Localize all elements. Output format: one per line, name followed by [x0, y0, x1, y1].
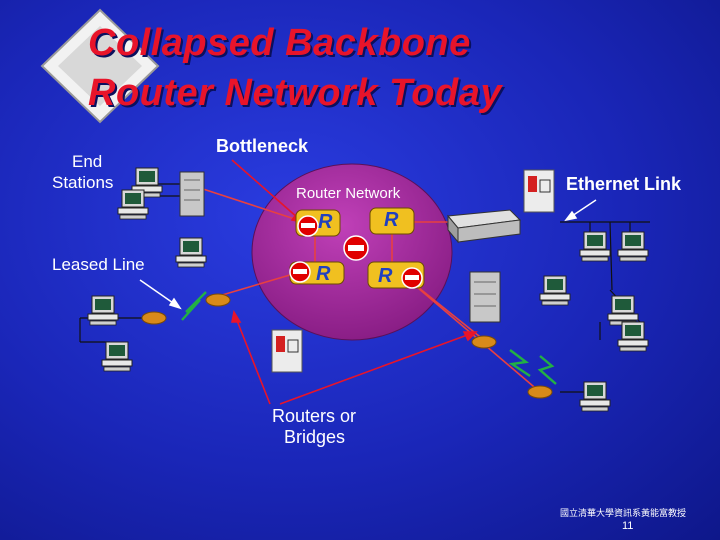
- router-letter: R: [378, 265, 393, 287]
- workstation-icon: [579, 231, 611, 262]
- label-end-stations-line1: End: [72, 152, 103, 171]
- title-line-1: Collapsed Backbone: [88, 22, 471, 64]
- workstation-icon: [101, 341, 133, 372]
- bridge-device-icon: [271, 329, 303, 373]
- label-routers-or: Routers or: [272, 406, 357, 426]
- workstation-icon: [117, 189, 149, 220]
- title-line-2: Router Network Today: [88, 72, 502, 114]
- label-ethernet-link: Ethernet Link: [566, 174, 682, 194]
- router-node: [369, 207, 415, 235]
- pointer-arrows: [139, 199, 597, 310]
- stop-sign-icon: [343, 235, 369, 261]
- router-letter: R: [318, 211, 333, 233]
- hub-icon: [447, 209, 522, 244]
- workstation-icon: [87, 295, 119, 326]
- router-node: [295, 209, 341, 237]
- bridge-device-icon: [523, 169, 555, 213]
- label-end-stations-line2: Stations: [52, 173, 114, 192]
- title-bullet-diamond: [40, 8, 160, 124]
- wan-nodes: [141, 293, 553, 399]
- server-icon: [469, 271, 501, 323]
- workstation-icon: [579, 381, 611, 412]
- label-leased-line: Leased Line: [52, 255, 145, 274]
- footer-institution: 國立清華大學資訊系黃能富教授: [560, 508, 687, 518]
- label-bridges: Bridges: [284, 427, 346, 447]
- router-node: [289, 261, 345, 285]
- wan-link-zigzags: [181, 291, 557, 385]
- label-bottleneck: Bottleneck: [216, 136, 309, 156]
- router-letter: R: [384, 209, 399, 231]
- workstation-icon: [617, 231, 649, 262]
- label-router-network: Router Network: [296, 185, 401, 202]
- server-icon: [179, 171, 205, 217]
- workstation-icon: [607, 295, 639, 326]
- page-number: 11: [622, 520, 634, 532]
- workstation-icon: [175, 237, 207, 268]
- workstation-icon: [617, 321, 649, 352]
- router-node: [367, 261, 425, 289]
- workstation-icon: [539, 275, 571, 306]
- router-letter: R: [316, 263, 331, 285]
